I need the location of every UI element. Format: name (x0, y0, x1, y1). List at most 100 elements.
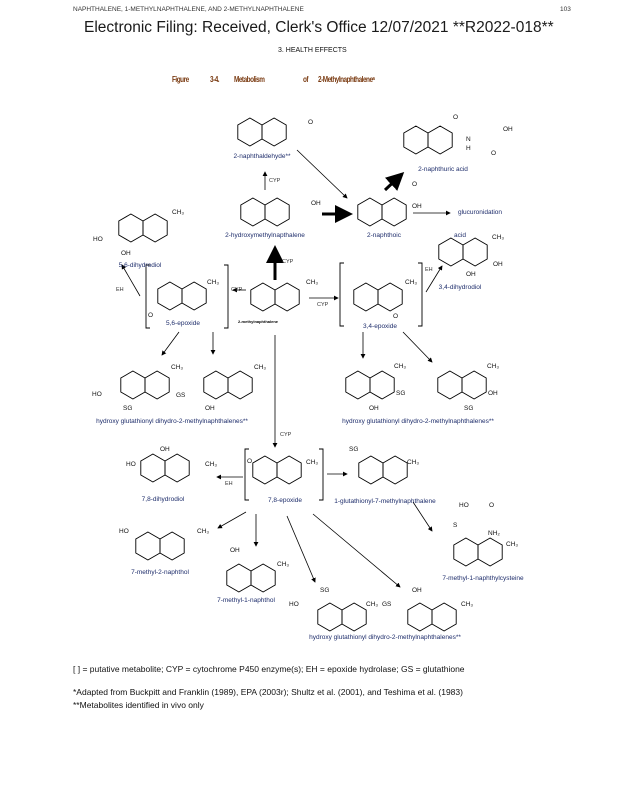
running-head: NAPHTHALENE, 1-METHYLNAPHTHALENE, AND 2-… (73, 6, 304, 13)
enzyme-cyp: CYP (280, 432, 292, 438)
section-heading: 3. HEALTH EFFECTS (278, 47, 347, 54)
group-o: O (247, 458, 253, 465)
naphthalene-ring (264, 197, 290, 227)
naphthalene-ring (226, 563, 252, 593)
group-ch3: CH₃ (394, 363, 407, 370)
label-5-6-epoxide: 5,6-epoxide (166, 320, 200, 327)
group-oh: OH (503, 126, 513, 133)
naphthalene-ring (403, 125, 429, 155)
naphthalene-ring (377, 282, 403, 312)
enzyme-eh: EH (425, 267, 433, 273)
group-nh2: NH₂ (488, 530, 500, 537)
group-oh: OH (230, 547, 240, 554)
naphthalene-ring (407, 602, 433, 632)
group-oh: OH (311, 200, 321, 207)
label-7-8-epoxide: 7,8-epoxide (268, 497, 302, 504)
group-sg: SG (349, 446, 359, 453)
naphthalene-ring (203, 370, 229, 400)
group-gs: GS (382, 601, 392, 608)
group-oh: OH (493, 261, 503, 268)
naphthalene-ring (261, 117, 287, 147)
figure-word: Figure (172, 75, 189, 84)
group-ch3: CH₃ (461, 601, 474, 608)
group-o: O (491, 150, 497, 157)
naphthalene-ring (227, 370, 253, 400)
group-o: O (453, 114, 459, 121)
group-ch3: CH₃ (407, 459, 420, 466)
naphthalene-ring (164, 453, 190, 483)
group-gs: GS (176, 392, 186, 399)
enzyme-cyp: CYP (317, 302, 329, 308)
naphthalene-ring (431, 602, 457, 632)
naphthalene-ring (144, 370, 170, 400)
group-o: O (148, 312, 154, 319)
naphthalene-ring (252, 455, 278, 485)
naphthalene-ring (438, 237, 464, 267)
label-hgd-bottom: hydroxy glutathionyl dihydro-2-methylnap… (309, 634, 461, 641)
group-ch3: CH₃ (205, 461, 218, 468)
page-number: 103 (560, 6, 571, 13)
group-ch3: CH₃ (366, 601, 379, 608)
footnote-adapted: *Adapted from Buckpitt and Franklin (198… (73, 687, 463, 697)
label-2-naphthuric-acid: 2-naphthuric acid (418, 166, 468, 173)
label-2-naphthaldehyde: 2-naphthaldehyde** (233, 153, 291, 160)
naphthalene-ring (237, 117, 263, 147)
naphthalene-ring (357, 197, 383, 227)
group-o: O (308, 119, 314, 126)
naphthalene-ring (274, 282, 300, 312)
enzyme-cyp: CYP (282, 259, 294, 265)
group-oh: OH (488, 390, 498, 397)
label-5-6-dihydrodiol: 5,6-dihydrodiol (118, 262, 162, 269)
naphthalene-ring (369, 370, 395, 400)
group-h: H (466, 145, 471, 152)
putative-brackets (145, 262, 423, 501)
naphthalene-ring (353, 282, 379, 312)
label-7-methyl-1-naphthol: 7-methyl-1-naphthol (217, 597, 275, 604)
group-ho: HO (93, 236, 103, 243)
naphthalene-ring (427, 125, 453, 155)
naphthalene-ring (358, 455, 384, 485)
group-ch3: CH₃ (306, 459, 319, 466)
label-2-methylnaphthalene: 2-methylnaphthalene (237, 319, 279, 324)
label-glucuronidation: glucuronidation (457, 209, 503, 216)
group-oh: OH (412, 203, 422, 210)
label-1-glutathionyl: 1-glutathionyl-7-methylnaphthalene (334, 498, 436, 505)
enzyme-cyp: CYP (269, 178, 281, 184)
group-ch3: CH₃ (197, 528, 210, 535)
group-ch3: CH₃ (207, 279, 220, 286)
group-sg: SG (396, 390, 406, 397)
naphthalene-ring (181, 281, 207, 311)
group-oh: OH (160, 446, 170, 453)
group-o: O (393, 313, 399, 320)
group-o: O (489, 502, 495, 509)
enzyme-eh: EH (116, 287, 124, 293)
figure-number: 3-4. (210, 75, 220, 84)
naphthalene-ring (250, 563, 276, 593)
group-ch3: CH₃ (492, 234, 505, 241)
naphthalene-ring (381, 197, 407, 227)
naphthalene-ring (135, 531, 161, 561)
naphthalene-ring (140, 453, 166, 483)
reaction-arrows (121, 149, 451, 588)
naphthalene-ring (120, 370, 146, 400)
group-ch3: CH₃ (487, 363, 500, 370)
naphthalene-ring (276, 455, 302, 485)
group-n: N (466, 136, 471, 143)
group-ho: HO (459, 502, 469, 509)
naphthalene-ring (250, 282, 276, 312)
naphthalene-ring (345, 370, 371, 400)
group-oh: OH (466, 271, 476, 278)
group-ch3: CH₃ (405, 279, 418, 286)
label-2-hydroxymethylnapthalene: 2-hydroxymethylnapthalene (225, 232, 305, 239)
label-3-4-epoxide: 3,4-epoxide (363, 323, 397, 330)
group-ch3: CH₃ (506, 541, 519, 548)
group-ch3: CH₃ (171, 364, 184, 371)
label-acid: acid (454, 232, 466, 239)
group-sg: SG (320, 587, 330, 594)
label-hgd-right: hydroxy glutathionyl dihydro-2-methylnap… (342, 418, 494, 425)
figure-title-c: 2-Methylnaphthaleneᵃ (318, 75, 375, 84)
figure-title-b: of (303, 75, 309, 84)
naphthalene-ring (157, 281, 183, 311)
naphthalene-ring (118, 213, 144, 243)
naphthalene-ring (317, 602, 343, 632)
